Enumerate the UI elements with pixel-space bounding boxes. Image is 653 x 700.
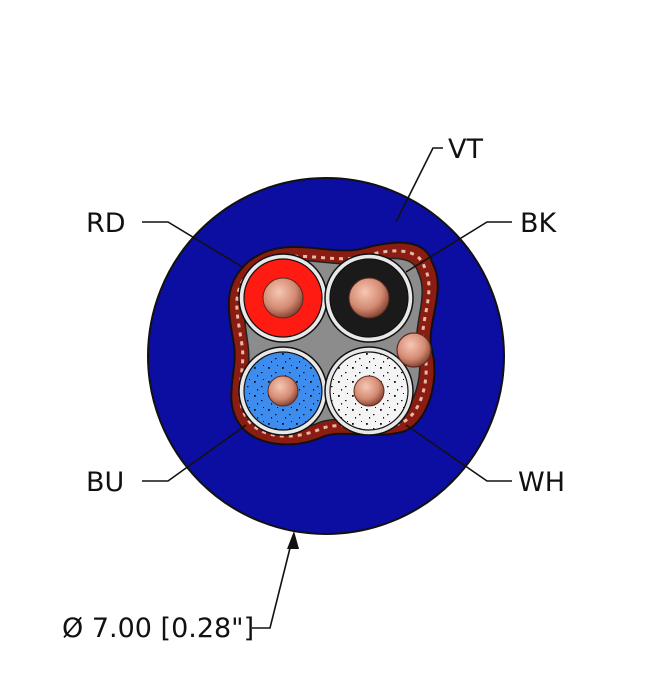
leader-rd [142,221,245,269]
conductor-red [238,253,328,343]
copper-strands [262,277,304,319]
copper-strands [267,375,299,407]
leader-vt [395,147,443,223]
copper-strands [348,277,390,319]
label-bu: BU [86,467,124,498]
label-rd: RD [86,208,126,239]
conductor-white [324,346,414,436]
label-bk: BK [520,208,558,239]
leader-bk [405,221,512,273]
leader-diameter [252,535,294,629]
leader-wh [405,424,512,482]
conductor-blue [238,346,328,436]
conductor-black [324,253,414,343]
drain-wire [396,332,432,368]
label-diameter: Ø 7.00 [0.28"] [62,613,254,644]
leader-bu [142,424,247,482]
diameter-arrowhead [287,531,299,549]
label-wh: WH [518,467,565,498]
copper-strands [353,375,385,407]
label-vt: VT [448,134,483,165]
